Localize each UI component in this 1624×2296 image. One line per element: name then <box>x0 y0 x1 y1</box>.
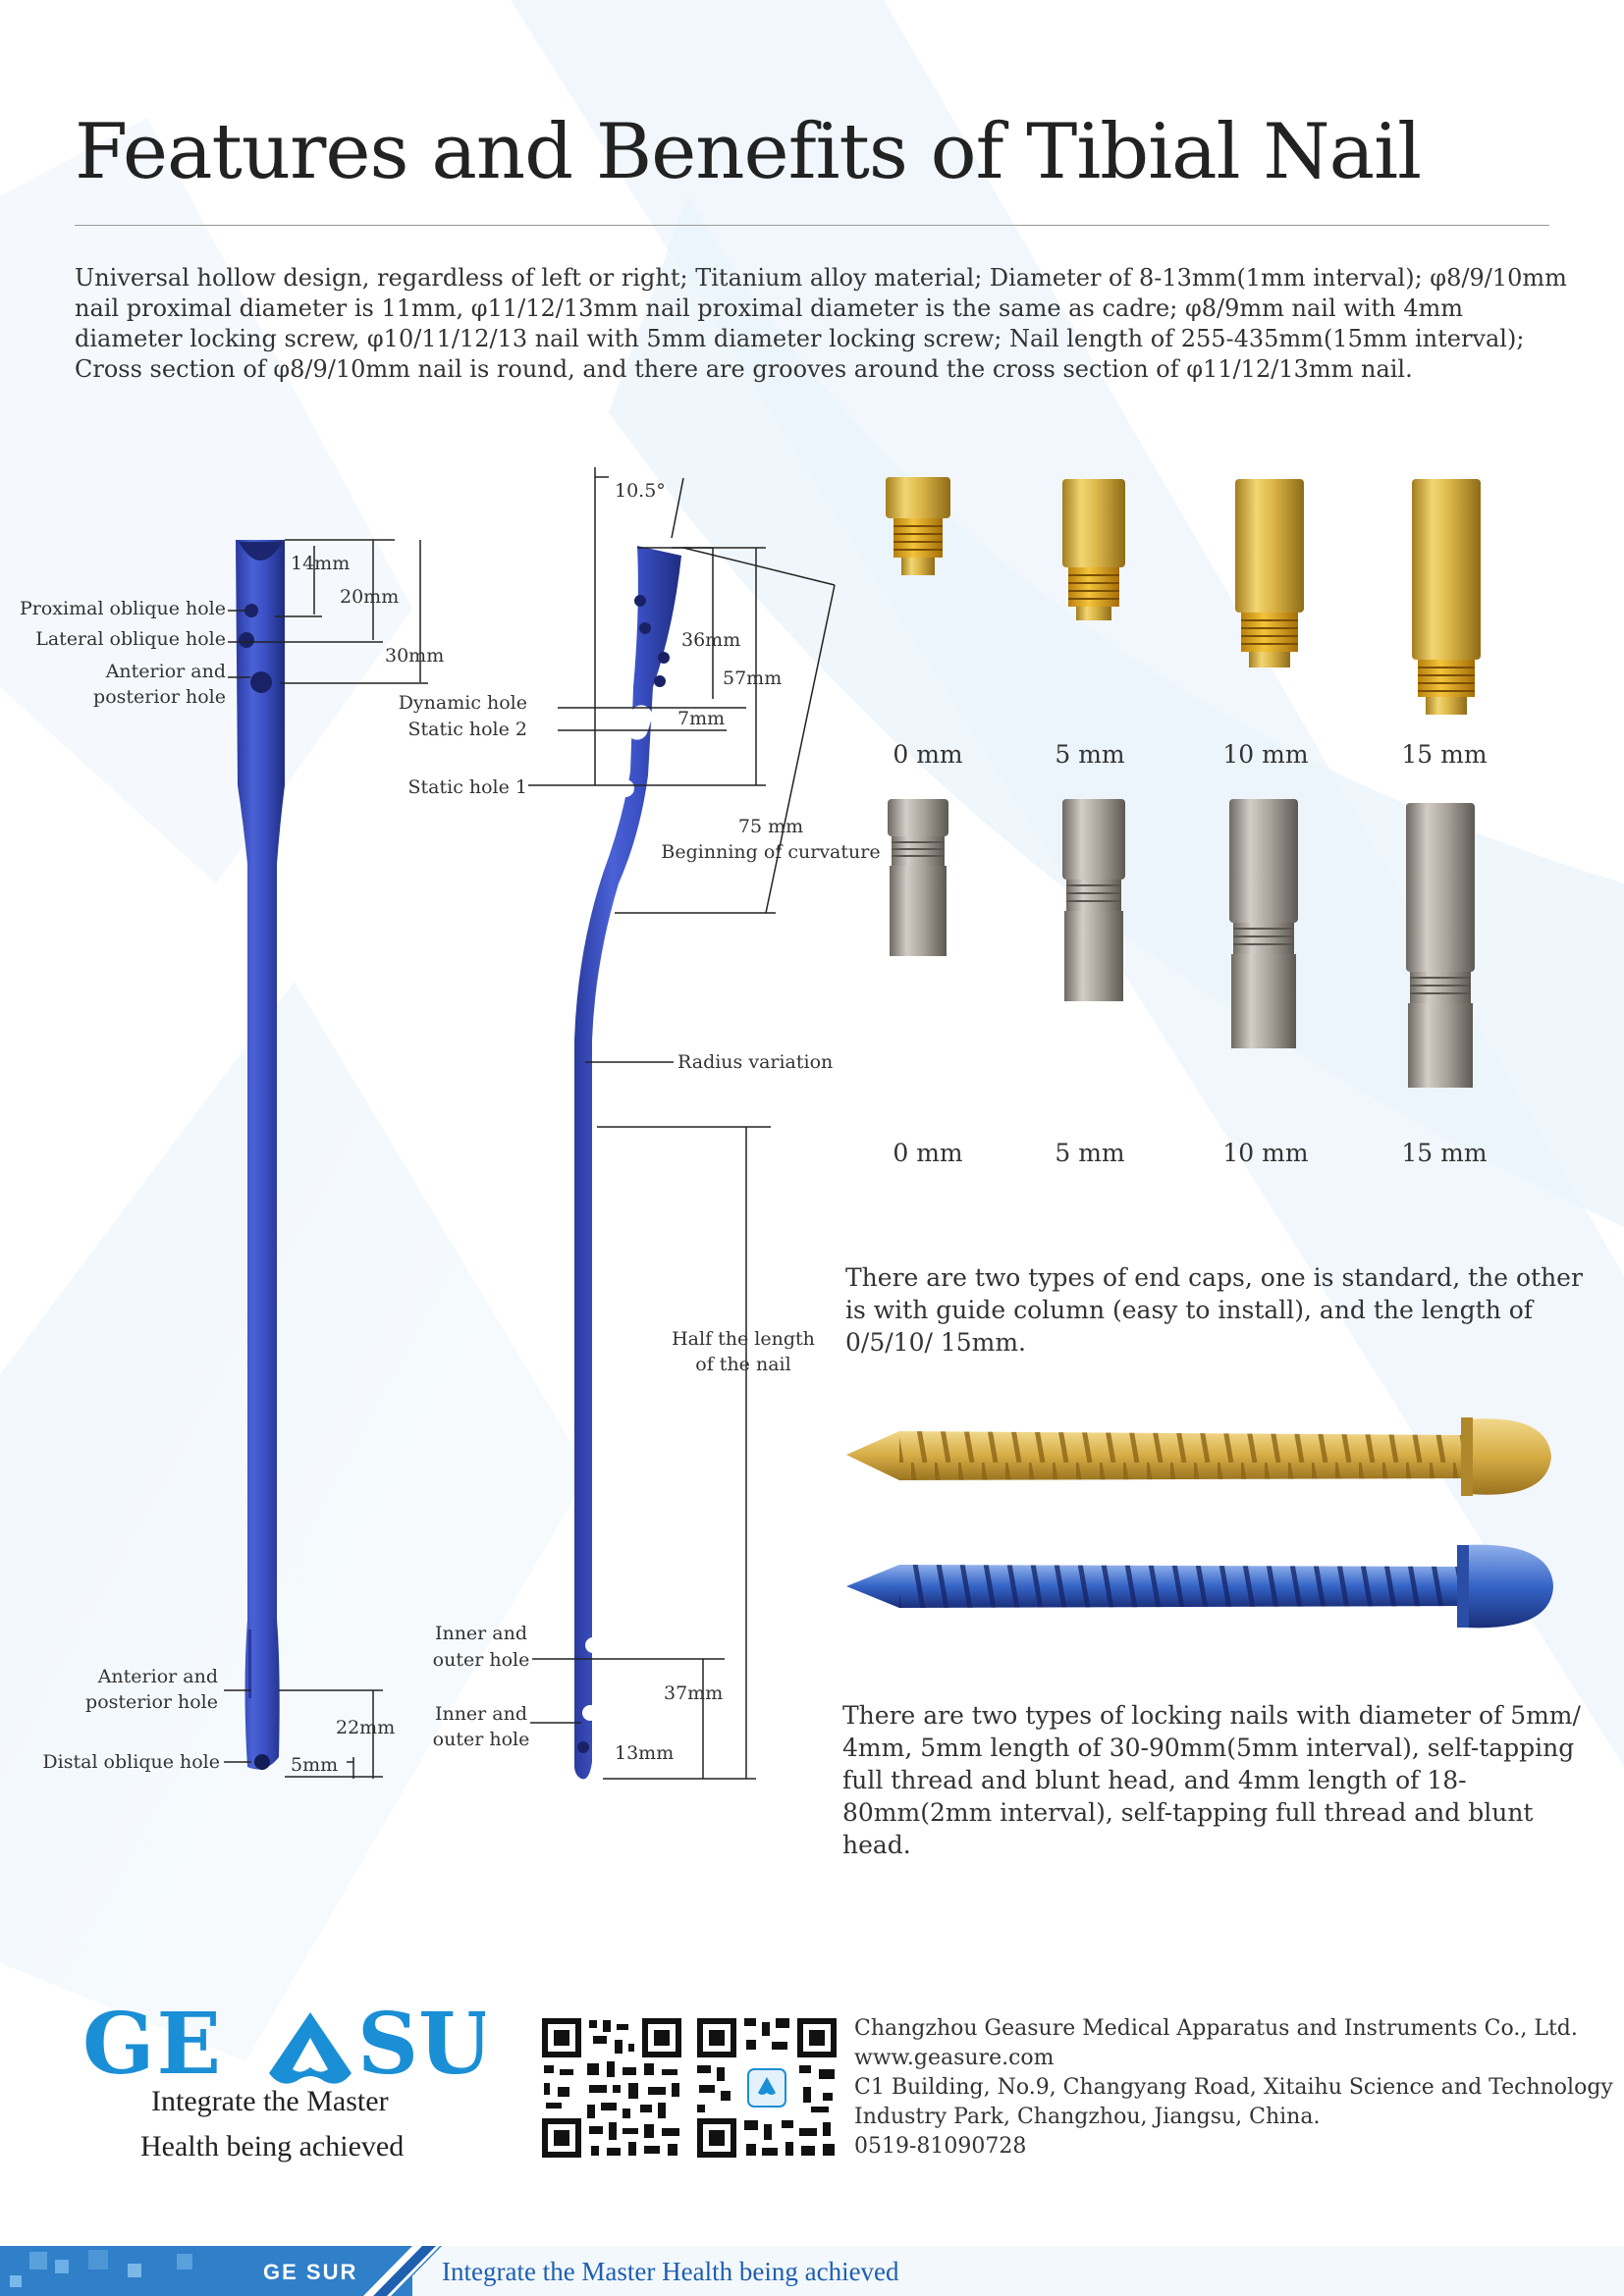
gold-cap-15mm <box>1412 479 1481 715</box>
label-inner-outer-hole-2b: outer hole <box>432 1729 530 1750</box>
front-nail-body <box>236 540 285 1770</box>
dim-37mm: 37mm <box>664 1682 724 1704</box>
side-inner-outer-hole-1 <box>585 1637 601 1653</box>
page-title: Features and Benefits of Tibial Nail <box>75 108 1422 196</box>
gold-cap-10mm <box>1235 479 1304 667</box>
side-dynamic-hole <box>625 705 653 740</box>
footer-slogan: Integrate the Master Health being achiev… <box>442 2257 899 2286</box>
dim-angle: 10.5° <box>615 480 666 502</box>
logo-sur-letters: SUR <box>357 1999 485 2087</box>
intro-paragraph: Universal hollow design, regardless of l… <box>75 264 1567 383</box>
company-address-line1: C1 Building, No.9, Changyang Road, Xitai… <box>854 2075 1613 2100</box>
label-anterior-posterior-hole-bottom-2: posterior hole <box>85 1691 218 1713</box>
silver-cap-label-0: 0 mm <box>893 1139 963 1167</box>
footer-logo: GE SUR <box>263 2260 358 2284</box>
side-inner-outer-hole-2 <box>582 1705 598 1721</box>
label-half-length-1: Half the length <box>672 1328 815 1350</box>
company-address-line2: Industry Park, Changzhou, Jiangsu, China… <box>854 2105 1321 2129</box>
company-website[interactable]: www.geasure.com <box>854 2046 1055 2070</box>
company-info: Changzhou Geasure Medical Apparatus and … <box>854 2014 1613 2162</box>
company-phone: 0519-81090728 <box>854 2134 1027 2159</box>
geasur-logo: GE SUR <box>82 1999 485 2087</box>
side-static-hole-1 <box>617 779 634 797</box>
label-anterior-posterior-hole-bottom-1: Anterior and <box>97 1666 218 1687</box>
front-anterior-posterior-hole <box>250 671 272 693</box>
label-anterior-posterior-hole-top-1: Anterior and <box>105 661 226 682</box>
dim-30mm: 30mm <box>385 645 445 667</box>
dim-57mm: 57mm <box>723 667 783 689</box>
title-divider <box>75 225 1549 226</box>
brand-slogan-line1: Integrate the Master <box>151 2085 389 2117</box>
footer-bar <box>0 2246 1624 2296</box>
label-proximal-oblique-hole: Proximal oblique hole <box>20 598 226 619</box>
label-anterior-posterior-hole-top-2: posterior hole <box>93 686 226 708</box>
dim-36mm: 36mm <box>681 629 741 651</box>
silver-cap-10mm <box>1229 799 1298 1048</box>
gold-cap-5mm <box>1062 479 1125 620</box>
label-static-hole-2: Static hole 2 <box>407 719 528 740</box>
label-dynamic-hole: Dynamic hole <box>398 692 527 714</box>
end-caps-description: There are two types of end caps, one is … <box>845 1263 1583 1357</box>
gold-cap-label-15: 15 mm <box>1401 740 1488 769</box>
gold-cap-label-10: 10 mm <box>1222 740 1309 769</box>
front-view-diagram <box>224 539 428 1779</box>
screws-description: There are two types of locking nails wit… <box>842 1701 1581 1859</box>
label-distal-oblique-hole: Distal oblique hole <box>42 1751 220 1773</box>
dim-7mm: 7mm <box>677 708 726 729</box>
qr-code-website[interactable] <box>538 2014 685 2162</box>
label-lateral-oblique-hole: Lateral oblique hole <box>35 628 226 650</box>
front-proximal-oblique-hole <box>244 604 258 617</box>
dim-75mm: 75 mm <box>737 816 804 837</box>
dim-5mm: 5mm <box>291 1754 339 1776</box>
company-name: Changzhou Geasure Medical Apparatus and … <box>854 2016 1578 2041</box>
dim-22mm: 22mm <box>336 1717 396 1738</box>
end-caps-illustration <box>886 477 1481 1088</box>
label-half-length-2: of the nail <box>695 1354 791 1375</box>
silver-cap-15mm <box>1406 803 1475 1088</box>
silver-cap-label-15: 15 mm <box>1401 1139 1488 1167</box>
label-inner-outer-hole-1b: outer hole <box>432 1649 530 1671</box>
front-lateral-oblique-hole <box>239 632 254 648</box>
gold-locking-screw <box>846 1417 1551 1496</box>
silver-cap-label-10: 10 mm <box>1222 1139 1309 1167</box>
silver-cap-label-5: 5 mm <box>1055 1139 1125 1167</box>
brand-slogan-line2: Health being achieved <box>140 2130 405 2163</box>
silver-cap-5mm <box>1062 799 1125 1001</box>
locking-screws-illustration <box>846 1417 1553 1629</box>
label-inner-outer-hole-2a: Inner and <box>434 1703 528 1725</box>
label-radius-variation: Radius variation <box>677 1051 834 1073</box>
side-view-diagram <box>528 467 836 1780</box>
qr-code-wechat[interactable] <box>693 2014 840 2162</box>
gold-cap-0mm <box>886 477 950 575</box>
dim-20mm: 20mm <box>340 586 400 608</box>
silver-cap-0mm <box>888 799 948 956</box>
dim-14mm: 14mm <box>291 553 351 574</box>
label-beginning-curvature: Beginning of curvature <box>661 841 881 863</box>
blue-locking-screw <box>846 1544 1553 1629</box>
dim-13mm: 13mm <box>615 1742 675 1764</box>
label-inner-outer-hole-1a: Inner and <box>434 1623 528 1644</box>
logo-ge-letters: GE <box>82 1999 223 2087</box>
front-distal-oblique-hole <box>254 1754 270 1770</box>
gold-cap-label-5: 5 mm <box>1055 740 1125 769</box>
gold-cap-label-0: 0 mm <box>893 740 963 769</box>
label-static-hole-1: Static hole 1 <box>407 776 528 798</box>
